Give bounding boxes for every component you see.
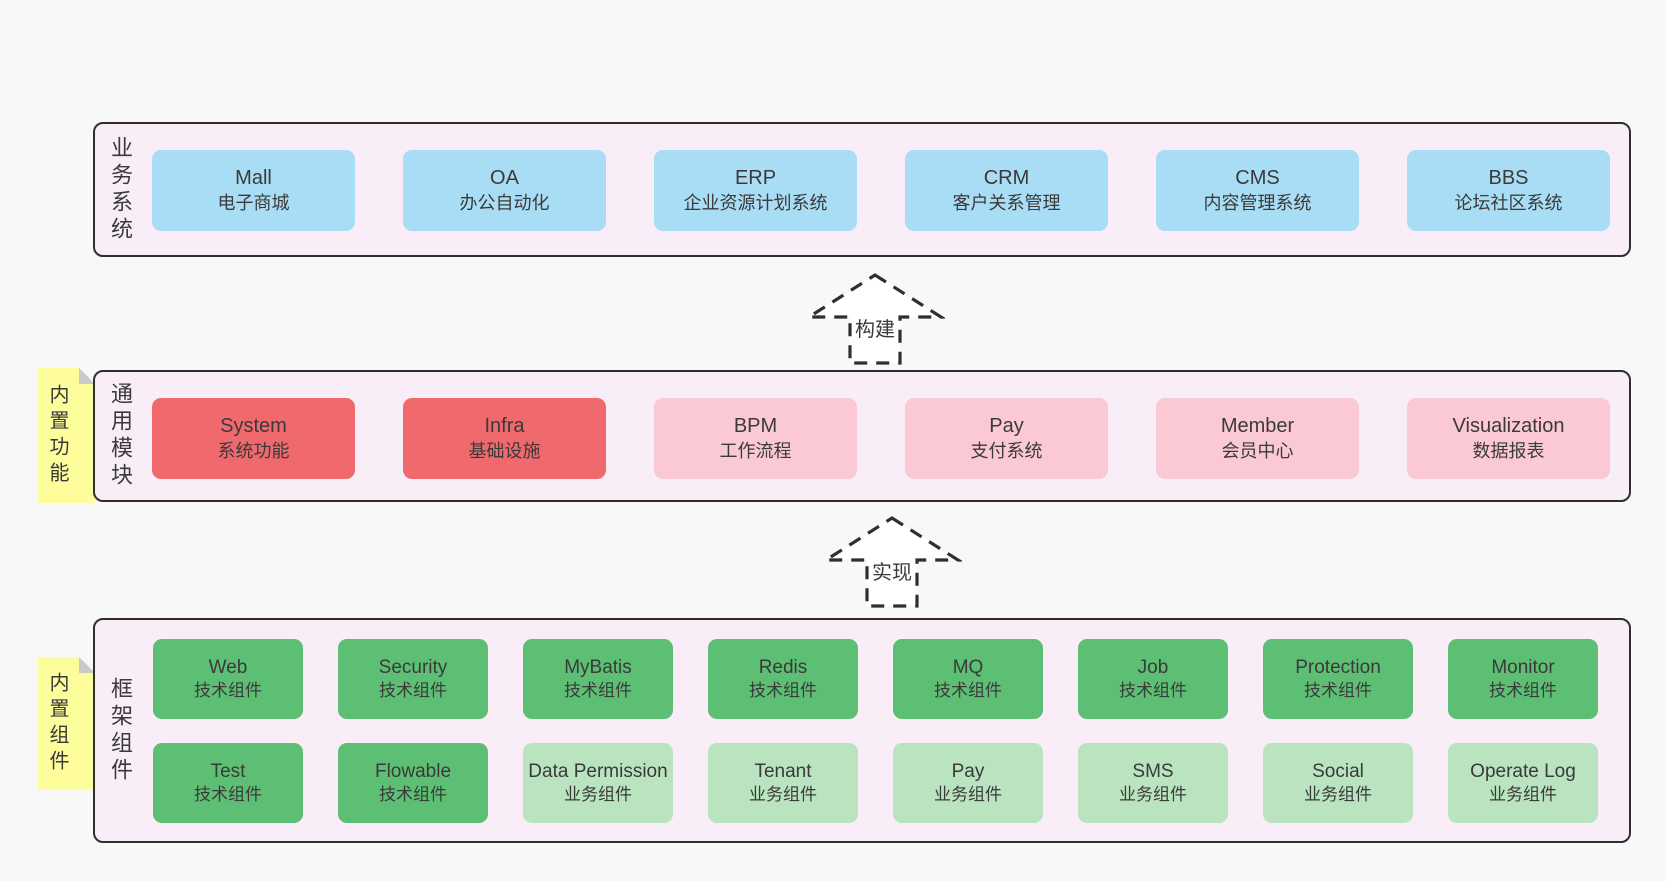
box-operate-log: Operate Log 业务组件: [1448, 743, 1598, 823]
box-flowable: Flowable 技术组件: [338, 743, 488, 823]
box-security: Security 技术组件: [338, 639, 488, 719]
arrow-outline: [805, 273, 945, 365]
box-bpm: BPM 工作流程: [654, 398, 857, 479]
panel-label-common-modules: 通用模块: [108, 382, 133, 490]
sticky-note-label: 内置功能: [46, 383, 68, 488]
business-systems-row: Mall 电子商城 OA 办公自动化 ERP 企业资源计划系统 CRM 客户关系…: [152, 150, 1610, 231]
box-system: System 系统功能: [152, 398, 355, 479]
box-test: Test 技术组件: [153, 743, 303, 823]
box-sms: SMS 业务组件: [1078, 743, 1228, 823]
box-infra: Infra 基础设施: [403, 398, 606, 479]
box-job: Job 技术组件: [1078, 639, 1228, 719]
framework-components-panel: 框架组件 Web 技术组件 Security 技术组件 MyBatis 技术组件…: [93, 618, 1631, 843]
box-mybatis: MyBatis 技术组件: [523, 639, 673, 719]
box-erp: ERP 企业资源计划系统: [654, 150, 857, 231]
box-pay-component: Pay 业务组件: [893, 743, 1043, 823]
arrow-outline: [822, 516, 962, 608]
business-systems-panel: 业务系统 Mall 电子商城 OA 办公自动化 ERP 企业资源计划系统 CRM…: [93, 122, 1631, 257]
panel-label-business-systems: 业务系统: [108, 135, 133, 244]
panel-label-framework-components: 框架组件: [108, 676, 133, 785]
box-mall: Mall 电子商城: [152, 150, 355, 231]
box-redis: Redis 技术组件: [708, 639, 858, 719]
box-cms: CMS 内容管理系统: [1156, 150, 1359, 231]
implement-arrow-icon: 实现: [822, 516, 962, 608]
box-mq: MQ 技术组件: [893, 639, 1043, 719]
common-modules-panel: 通用模块 System 系统功能 Infra 基础设施 BPM 工作流程 Pay…: [93, 370, 1631, 502]
box-monitor: Monitor 技术组件: [1448, 639, 1598, 719]
box-data-permission: Data Permission 业务组件: [523, 743, 673, 823]
box-member: Member 会员中心: [1156, 398, 1359, 479]
sticky-note-builtin-features: 内置功能: [38, 368, 95, 503]
box-oa: OA 办公自动化: [403, 150, 606, 231]
sticky-note-builtin-components: 内置组件: [38, 657, 95, 790]
build-arrow-icon: 构建: [805, 273, 945, 365]
sticky-note-label: 内置组件: [46, 671, 68, 776]
arrow-label: 构建: [855, 318, 895, 341]
box-web: Web 技术组件: [153, 639, 303, 719]
box-tenant: Tenant 业务组件: [708, 743, 858, 823]
box-bbs: BBS 论坛社区系统: [1407, 150, 1610, 231]
arrow-label: 实现: [872, 561, 912, 584]
common-modules-row: System 系统功能 Infra 基础设施 BPM 工作流程 Pay 支付系统…: [152, 398, 1610, 479]
framework-components-grid: Web 技术组件 Security 技术组件 MyBatis 技术组件 Redi…: [153, 639, 1598, 823]
box-protection: Protection 技术组件: [1263, 639, 1413, 719]
box-crm: CRM 客户关系管理: [905, 150, 1108, 231]
box-social: Social 业务组件: [1263, 743, 1413, 823]
box-pay-module: Pay 支付系统: [905, 398, 1108, 479]
box-visualization: Visualization 数据报表: [1407, 398, 1610, 479]
